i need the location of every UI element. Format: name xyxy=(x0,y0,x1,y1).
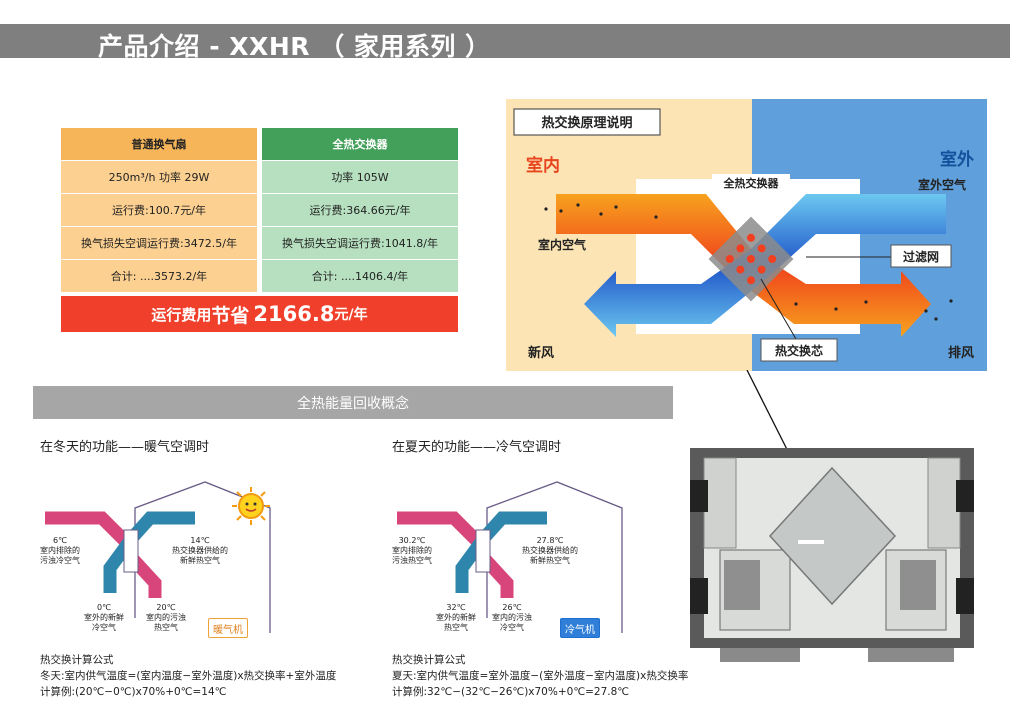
outdoor-label: 室外 xyxy=(940,149,974,170)
winter-formula: 热交换计算公式 冬天:室内供气温度=(室内温度−室外温度)x热交换率+室外温度 … xyxy=(40,652,336,700)
winter-formula-title: 热交换计算公式 xyxy=(40,654,114,666)
savings-banner: 运行费用 节省 2166.8 元/年 xyxy=(61,296,458,332)
sun-icon xyxy=(232,487,270,525)
page-title: 产品介绍 - XXHR （ 家用系列 ） xyxy=(98,32,491,61)
winter-label-bottom-left: 0℃ 室外的新鲜 冷空气 xyxy=(84,603,124,632)
ordinary-fan-row: 运行费:100.7元/年 xyxy=(61,194,257,226)
fresh-air-label: 新风 xyxy=(528,345,554,361)
principle-title: 热交换原理说明 xyxy=(541,115,632,131)
heater-badge: 暖气机 xyxy=(208,618,248,638)
heat-exchanger-column: 全热交换器 功率 105W 运行费:364.66元/年 换气损失空调运行费:10… xyxy=(262,128,458,293)
filter-label: 过滤网 xyxy=(903,249,939,264)
heat-exchanger-row: 功率 105W xyxy=(262,161,458,193)
ordinary-fan-row: 250m³/h 功率 29W xyxy=(61,161,257,193)
filter-label-box xyxy=(890,244,952,268)
savings-unit: 元/年 xyxy=(334,307,368,323)
summer-formula-title: 热交换计算公式 xyxy=(392,654,466,666)
ordinary-fan-header: 普通换气扇 xyxy=(61,128,257,160)
product-unit-photo xyxy=(690,448,974,662)
summer-label-bottom-left: 32℃ 室外的新鲜 热空气 xyxy=(436,603,476,632)
summer-label-top-left: 30.2℃ 室内排除的 污浊热空气 xyxy=(392,536,432,565)
ordinary-fan-row: 换气损失空调运行费:3472.5/年 xyxy=(61,227,257,259)
savings-amount: 2166.8 xyxy=(253,302,335,326)
heat-exchanger-row: 合计: ....1406.4/年 xyxy=(262,260,458,292)
summer-label-bottom-right: 26℃ 室内的污浊 冷空气 xyxy=(492,603,532,632)
heat-exchange-principle-diagram: 热交换原理说明 室内 室外 室外空气 室内空气 全热交换器 过滤网 热交换芯 新… xyxy=(506,99,987,371)
indoor-air-label: 室内空气 xyxy=(538,237,586,252)
summer-heading: 在夏天的功能——冷气空调时 xyxy=(392,440,562,455)
summer-label-top-right: 27.8℃ 热交换器供给的 新鲜热空气 xyxy=(522,536,578,565)
winter-formula-line1: 冬天:室内供气温度=(室内温度−室外温度)x热交换率+室外温度 xyxy=(40,670,337,682)
summer-formula-line1: 夏天:室内供气温度=室外温度−(室外温度−室内温度)x热交换率 xyxy=(392,670,689,682)
savings-prefix: 运行费用 xyxy=(151,305,212,324)
core-label: 热交换芯 xyxy=(775,343,823,358)
summer-formula-line2: 计算例:32℃−(32℃−26℃)x70%+0℃=27.8℃ xyxy=(392,686,630,698)
heat-exchange-core xyxy=(708,216,794,302)
core-label-box xyxy=(760,338,838,362)
exchanger-label: 全热交换器 xyxy=(723,176,780,190)
dust-particles xyxy=(544,203,953,321)
heat-exchanger-row: 运行费:364.66元/年 xyxy=(262,194,458,226)
winter-heading: 在冬天的功能——暖气空调时 xyxy=(40,440,210,455)
cooler-badge: 冷气机 xyxy=(560,618,600,638)
outdoor-air-label: 室外空气 xyxy=(918,177,966,192)
winter-formula-line2: 计算例:(20℃−0℃)x70%+0℃=14℃ xyxy=(40,686,227,698)
core-leader-line xyxy=(760,278,797,340)
summer-house-diagram xyxy=(397,481,623,633)
winter-label-bottom-right: 20℃ 室内的污浊 热空气 xyxy=(146,603,186,632)
ordinary-fan-column: 普通换气扇 250m³/h 功率 29W 运行费:100.7元/年 换气损失空调… xyxy=(61,128,257,293)
winter-house-diagram xyxy=(45,481,271,633)
winter-label-top-left: 6℃ 室内排除的 污浊冷空气 xyxy=(40,536,80,565)
indoor-label: 室内 xyxy=(526,155,560,176)
ordinary-fan-row: 合计: ....3573.2/年 xyxy=(61,260,257,292)
summer-formula: 热交换计算公式 夏天:室内供气温度=室外温度−(室外温度−室内温度)x热交换率 … xyxy=(392,652,688,700)
heat-exchanger-row: 换气损失空调运行费:1041.8/年 xyxy=(262,227,458,259)
principle-title-box xyxy=(513,108,661,136)
exchanger-label-bg xyxy=(712,174,790,192)
savings-emphasis: 节省 xyxy=(211,304,250,327)
winter-label-top-right: 14℃ 热交换器供给的 新鲜热空气 xyxy=(172,536,228,565)
title-bar: 产品介绍 - XXHR （ 家用系列 ） xyxy=(0,24,1010,61)
concept-bar: 全热能量回收概念 xyxy=(33,386,673,419)
heat-exchanger-header: 全热交换器 xyxy=(262,128,458,160)
exhaust-label: 排风 xyxy=(948,345,974,361)
